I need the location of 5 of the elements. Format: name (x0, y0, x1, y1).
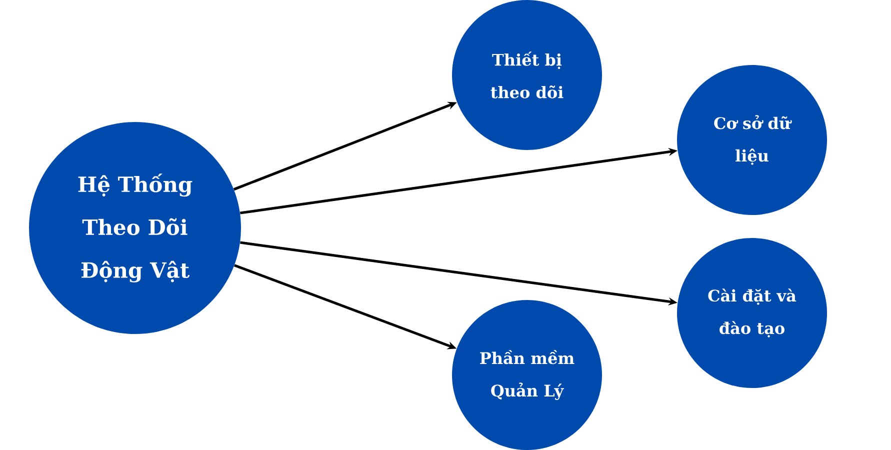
circle-node: Phần mềm Quản Lý (452, 300, 602, 450)
circle-node: Cơ sở dữ liệu (677, 65, 827, 215)
circle-node: Hệ Thống Theo Dõi Động Vật (29, 122, 241, 334)
circle-node: Cài đặt và đào tạo (677, 238, 827, 388)
circle-node: Thiết bị theo dõi (452, 0, 602, 150)
